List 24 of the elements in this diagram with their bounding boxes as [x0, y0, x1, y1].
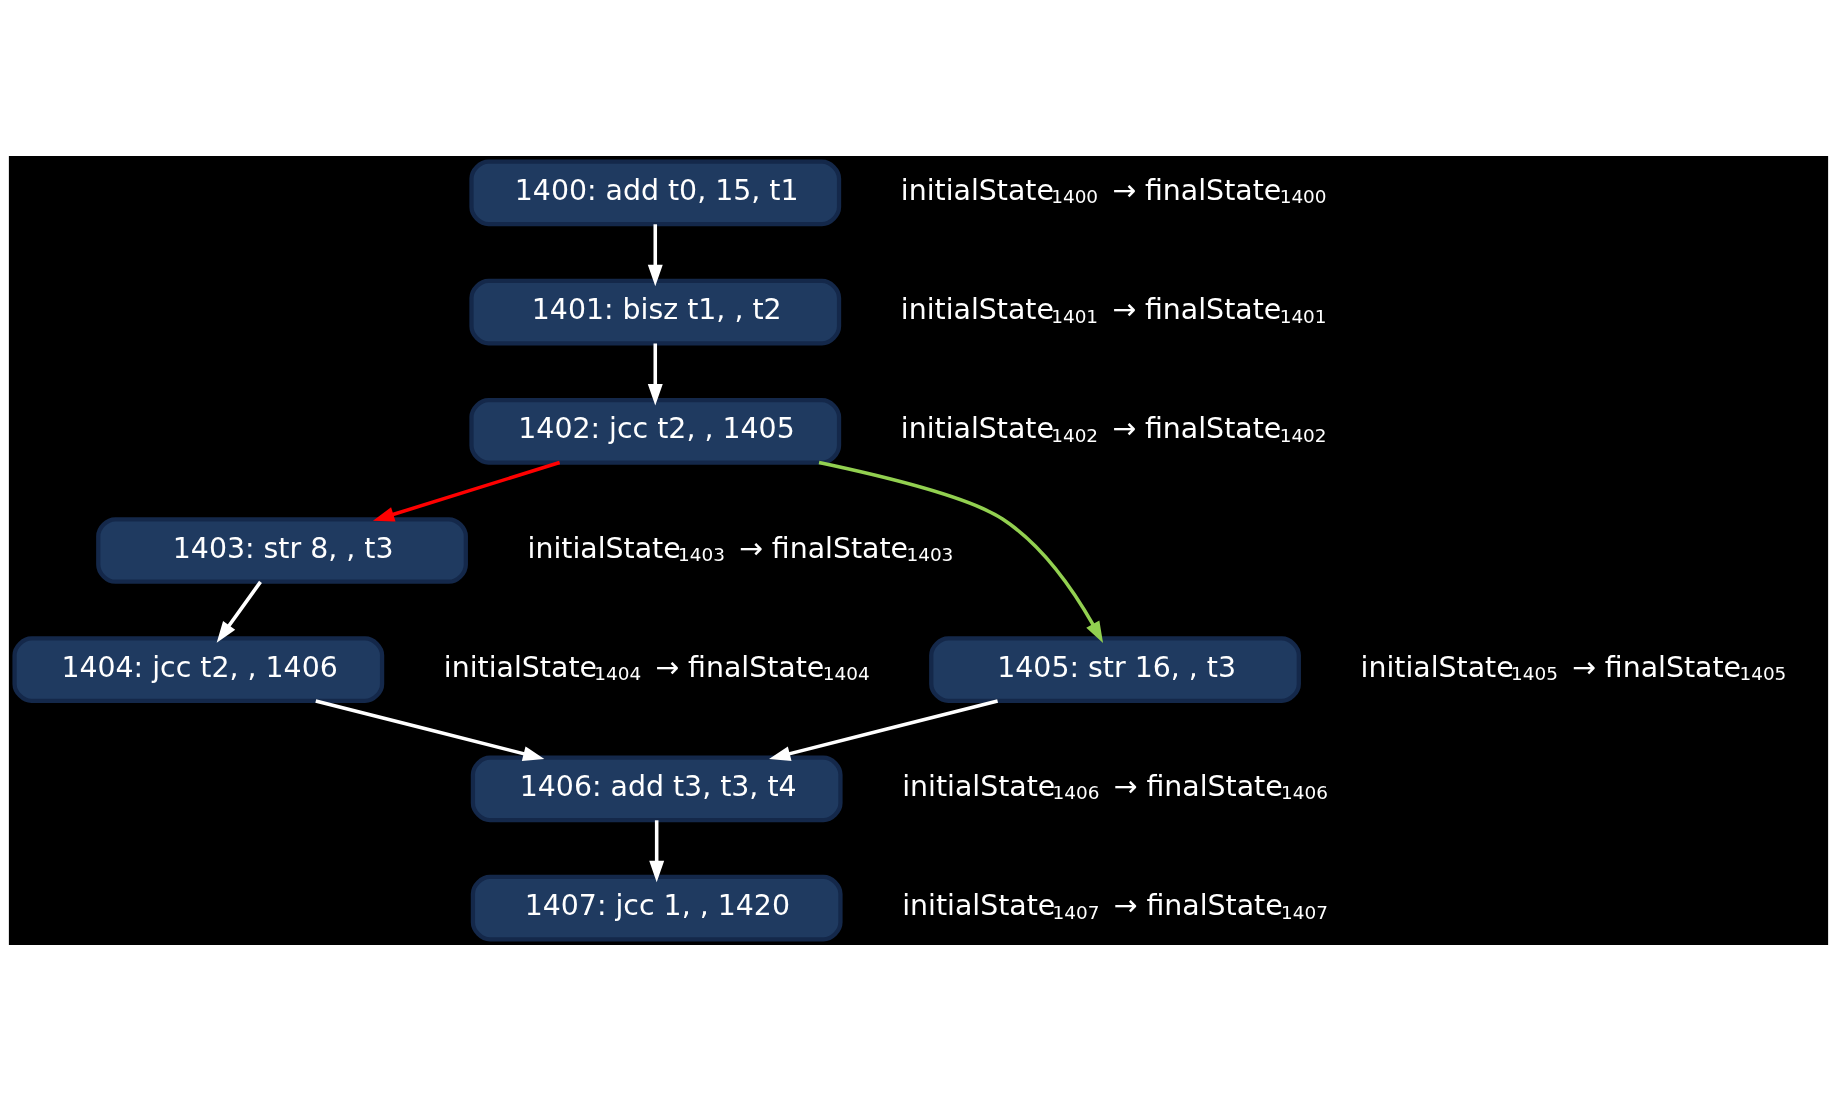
- arrow: [216, 580, 262, 643]
- arrow: [818, 460, 1104, 643]
- node-box: 1407: jcc 1, , 1420: [470, 874, 843, 942]
- node-box: 1403: str 8, , t3: [96, 517, 468, 584]
- node-label: initialState1400 → finalState1400: [900, 173, 1327, 208]
- node-label: initialState1407 → finalState1407: [902, 889, 1329, 923]
- arrow: [315, 699, 545, 761]
- node-box: 1401: bisz t1, , t2: [469, 278, 842, 346]
- arrow: [647, 224, 663, 287]
- node-box: 1402: jcc t2, , 1405: [469, 397, 842, 465]
- arrow: [649, 820, 665, 883]
- node-label: initialState1406 → finalState1406: [902, 770, 1329, 804]
- node-label: initialState1405 → finalState1405: [1360, 650, 1787, 685]
- node-label: initialState1404 → finalState1404: [443, 650, 870, 685]
- arrow: [769, 699, 999, 761]
- node-box: 1400: add t0, 15, t1: [469, 159, 842, 227]
- node-label: initialState1403 → finalState1403: [527, 531, 954, 565]
- arrow: [647, 343, 663, 406]
- node-box: 1405: str 16, , t3: [929, 636, 1301, 704]
- node-label: initialState1401 → finalState1401: [900, 293, 1327, 327]
- node-label: initialState1402 → finalState1402: [900, 412, 1327, 446]
- node-box: 1404: jcc t2, , 1406: [12, 636, 385, 704]
- node-box: 1406: add t3, t3, t4: [470, 755, 843, 823]
- arrow: [372, 460, 561, 522]
